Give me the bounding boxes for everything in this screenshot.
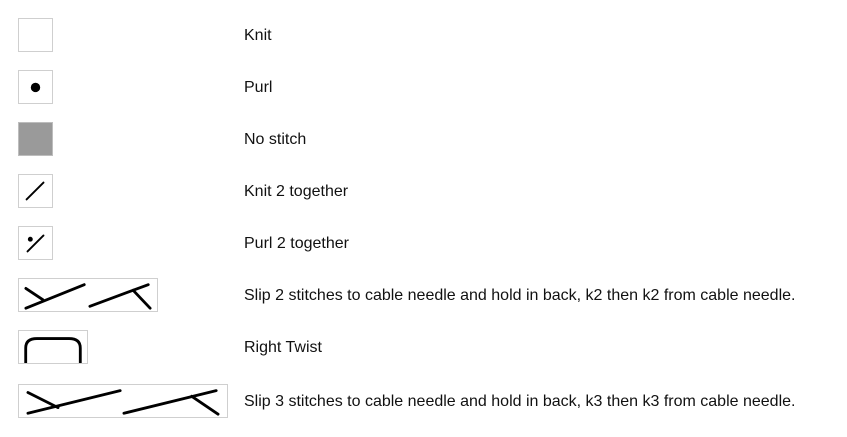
k2tog-slash-graphic — [25, 181, 45, 201]
legend-label-3-3-rc: Slip 3 stitches to cable needle and hold… — [244, 393, 796, 410]
legend-label-2-2-rc: Slip 2 stitches to cable needle and hold… — [244, 287, 796, 304]
legend-row-no-stitch: No stitch — [0, 122, 847, 158]
legend-row-2-2-rc: Slip 2 stitches to cable needle and hold… — [0, 278, 847, 314]
legend-row-right-twist: Right Twist — [0, 330, 847, 366]
no-stitch-symbol-icon — [18, 122, 53, 156]
purl-symbol-icon — [18, 70, 53, 104]
legend-label-right-twist: Right Twist — [244, 339, 322, 356]
purl-2-together-symbol-icon — [18, 226, 53, 260]
knit-2-together-symbol-icon — [18, 174, 53, 208]
right-twist-symbol-icon — [18, 330, 88, 364]
p2tog-slash-dot-graphic — [26, 234, 45, 253]
right-twist-arch-graphic — [24, 337, 82, 363]
2-over-2-right-cross-symbol-icon — [18, 278, 158, 312]
3-over-3-right-cross-symbol-icon — [18, 384, 228, 418]
legend-label-purl: Purl — [244, 79, 273, 96]
legend-row-purl: Purl — [0, 70, 847, 106]
legend-row-p2tog: Purl 2 together — [0, 226, 847, 262]
legend-row-knit: Knit — [0, 18, 847, 54]
legend-label-no-stitch: No stitch — [244, 131, 307, 148]
purl-dot-graphic — [30, 82, 41, 93]
3-3-rc-cable-graphic — [26, 389, 220, 416]
knit-symbol-icon — [18, 18, 53, 52]
legend-row-3-3-rc: Slip 3 stitches to cable needle and hold… — [0, 384, 847, 420]
legend-label-knit: Knit — [244, 27, 272, 44]
2-2-rc-cable-graphic — [24, 283, 152, 310]
legend-label-p2tog: Purl 2 together — [244, 235, 349, 252]
legend-row-k2tog: Knit 2 together — [0, 174, 847, 210]
legend-label-k2tog: Knit 2 together — [244, 183, 349, 200]
